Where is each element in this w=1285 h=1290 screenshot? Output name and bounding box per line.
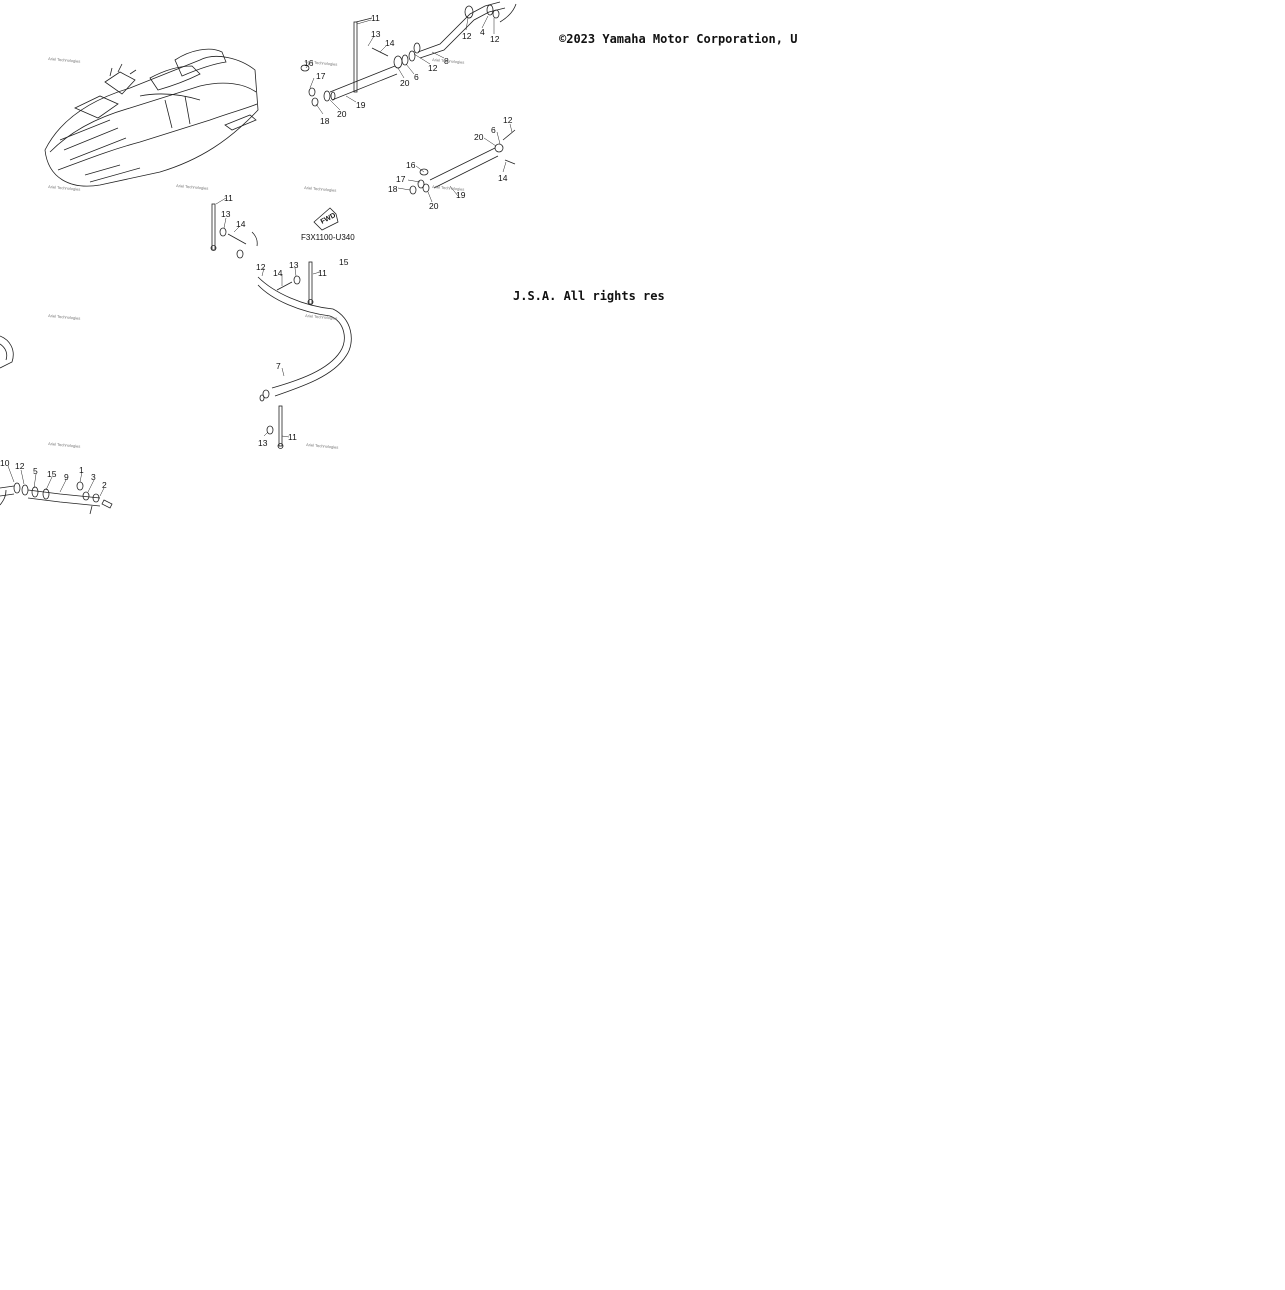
copyright-text-line-1: ©2023 Yamaha Motor Corporation, U xyxy=(559,32,798,46)
fwd-direction-arrow xyxy=(313,207,339,231)
watermarks: Ariel Technologies Ariel Technologies Ar… xyxy=(48,56,465,450)
callout-1: 1 xyxy=(79,465,84,475)
callout-19: 19 xyxy=(356,100,366,110)
callout-11: 11 xyxy=(224,193,233,203)
callout-8: 8 xyxy=(444,56,449,66)
watermark: Ariel Technologies xyxy=(48,441,81,449)
callout-12: 12 xyxy=(462,31,472,41)
callout-2: 2 xyxy=(102,480,107,490)
callout-17: 17 xyxy=(396,174,406,184)
callout-15: 15 xyxy=(47,469,57,479)
callout-6: 6 xyxy=(414,72,419,82)
callout-11: 11 xyxy=(288,432,297,442)
clamp-band-c xyxy=(307,261,314,305)
callout-6: 6 xyxy=(491,125,496,135)
clamp-band-a xyxy=(353,17,373,93)
callout-16: 16 xyxy=(406,160,416,170)
callout-20: 20 xyxy=(337,109,347,119)
callout-12: 12 xyxy=(15,461,25,471)
callout-12: 12 xyxy=(490,34,500,44)
callout-14: 14 xyxy=(498,173,508,183)
callout-10: 10 xyxy=(0,458,10,468)
callout-20: 20 xyxy=(429,201,439,211)
hose-long-curved xyxy=(251,231,352,397)
callout-14: 14 xyxy=(273,268,283,278)
callout-12: 12 xyxy=(503,115,513,125)
callout-18: 18 xyxy=(388,184,398,194)
watermark: Ariel Technologies xyxy=(48,184,81,192)
watercraft-illustration xyxy=(44,48,259,187)
watermark: Ariel Technologies xyxy=(176,183,209,191)
fittings xyxy=(0,4,504,509)
callout-4: 4 xyxy=(480,27,485,37)
clamp-band-d xyxy=(277,405,284,449)
callout-5: 5 xyxy=(33,466,38,476)
callout-17: 17 xyxy=(316,71,326,81)
callout-20: 20 xyxy=(400,78,410,88)
watermark: Ariel Technologies xyxy=(432,184,465,192)
clamp-band-b xyxy=(210,203,217,251)
watermark: Ariel Technologies xyxy=(48,313,81,321)
hose-middle-right xyxy=(429,129,516,189)
callout-12: 12 xyxy=(428,63,438,73)
callout-13: 13 xyxy=(258,438,268,448)
callout-11: 11 xyxy=(318,268,327,278)
hose-upper-right xyxy=(329,1,517,101)
callout-3: 3 xyxy=(91,472,96,482)
callout-13: 13 xyxy=(289,260,299,270)
watermark: Ariel Technologies xyxy=(305,59,338,67)
callout-numbers: 11 13 14 16 17 18 20 19 20 6 12 8 12 4 1… xyxy=(0,13,513,490)
callout-15: 15 xyxy=(339,257,349,267)
copyright-text-line-2: J.S.A. All rights res xyxy=(513,289,665,303)
watermark: Ariel Technologies xyxy=(48,56,81,64)
callout-9: 9 xyxy=(64,472,69,482)
callout-16: 16 xyxy=(304,58,314,68)
hose-lower-left xyxy=(0,485,101,515)
callout-14: 14 xyxy=(385,38,395,48)
watermark: Ariel Technologies xyxy=(432,57,465,65)
callout-7: 7 xyxy=(276,361,281,371)
callout-20: 20 xyxy=(474,132,484,142)
callout-18: 18 xyxy=(320,116,330,126)
callout-13: 13 xyxy=(221,209,231,219)
callout-12: 12 xyxy=(256,262,266,272)
watermark: Ariel Technologies xyxy=(305,313,338,321)
callout-19: 19 xyxy=(456,190,466,200)
watermark: Ariel Technologies xyxy=(306,442,339,450)
callout-13: 13 xyxy=(371,29,381,39)
callout-14: 14 xyxy=(236,219,246,229)
leader-lines xyxy=(7,15,513,497)
diagram-code: F3X1100-U340 xyxy=(301,233,355,242)
callout-11: 11 xyxy=(371,13,380,23)
watermark: Ariel Technologies xyxy=(304,185,337,193)
